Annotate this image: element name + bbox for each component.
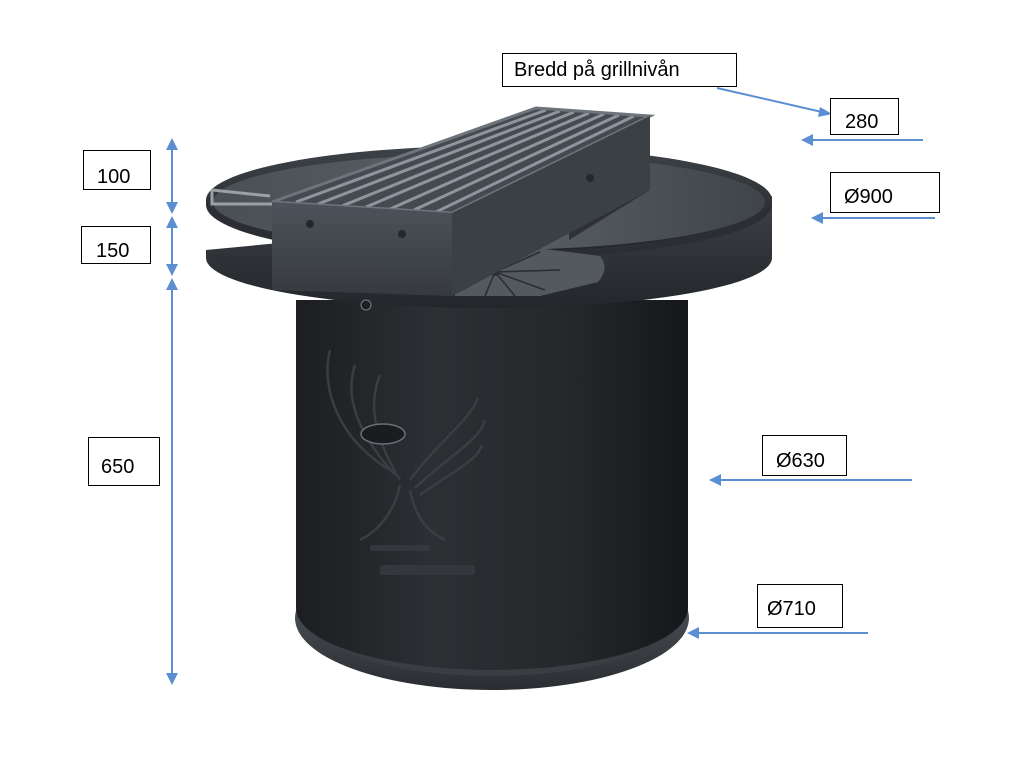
grate-height-arrow [166, 138, 178, 214]
cylinder-body [296, 300, 688, 670]
depth-arrow [801, 134, 923, 146]
grill-depth-label: 280 [830, 98, 899, 135]
body-height-arrow [166, 278, 178, 685]
body-height-label: 650 [88, 437, 160, 486]
grate-bars [295, 108, 635, 214]
base-diameter-label: Ø710 [757, 584, 843, 628]
grill-width-arrow [716, 87, 832, 117]
top-diameter-label: Ø900 [830, 172, 940, 213]
lift-handle [210, 188, 272, 206]
base-diameter-arrow [687, 627, 868, 639]
grill-width-label: Bredd på grillnivån [502, 53, 737, 87]
phoenix-emblem [326, 349, 487, 542]
maker-badge [360, 423, 406, 445]
rim-height-label: 150 [81, 226, 151, 264]
grill-grate [271, 106, 656, 296]
grate-height-label: 100 [83, 150, 151, 190]
rim-height-arrow [166, 216, 178, 276]
fire-pit-illustration [206, 106, 772, 690]
top-diameter-arrow [811, 212, 935, 224]
engraved-text [370, 545, 475, 575]
dimension-arrows [166, 87, 935, 685]
body-diameter-label: Ø630 [762, 435, 847, 476]
body-diameter-arrow [709, 474, 912, 486]
